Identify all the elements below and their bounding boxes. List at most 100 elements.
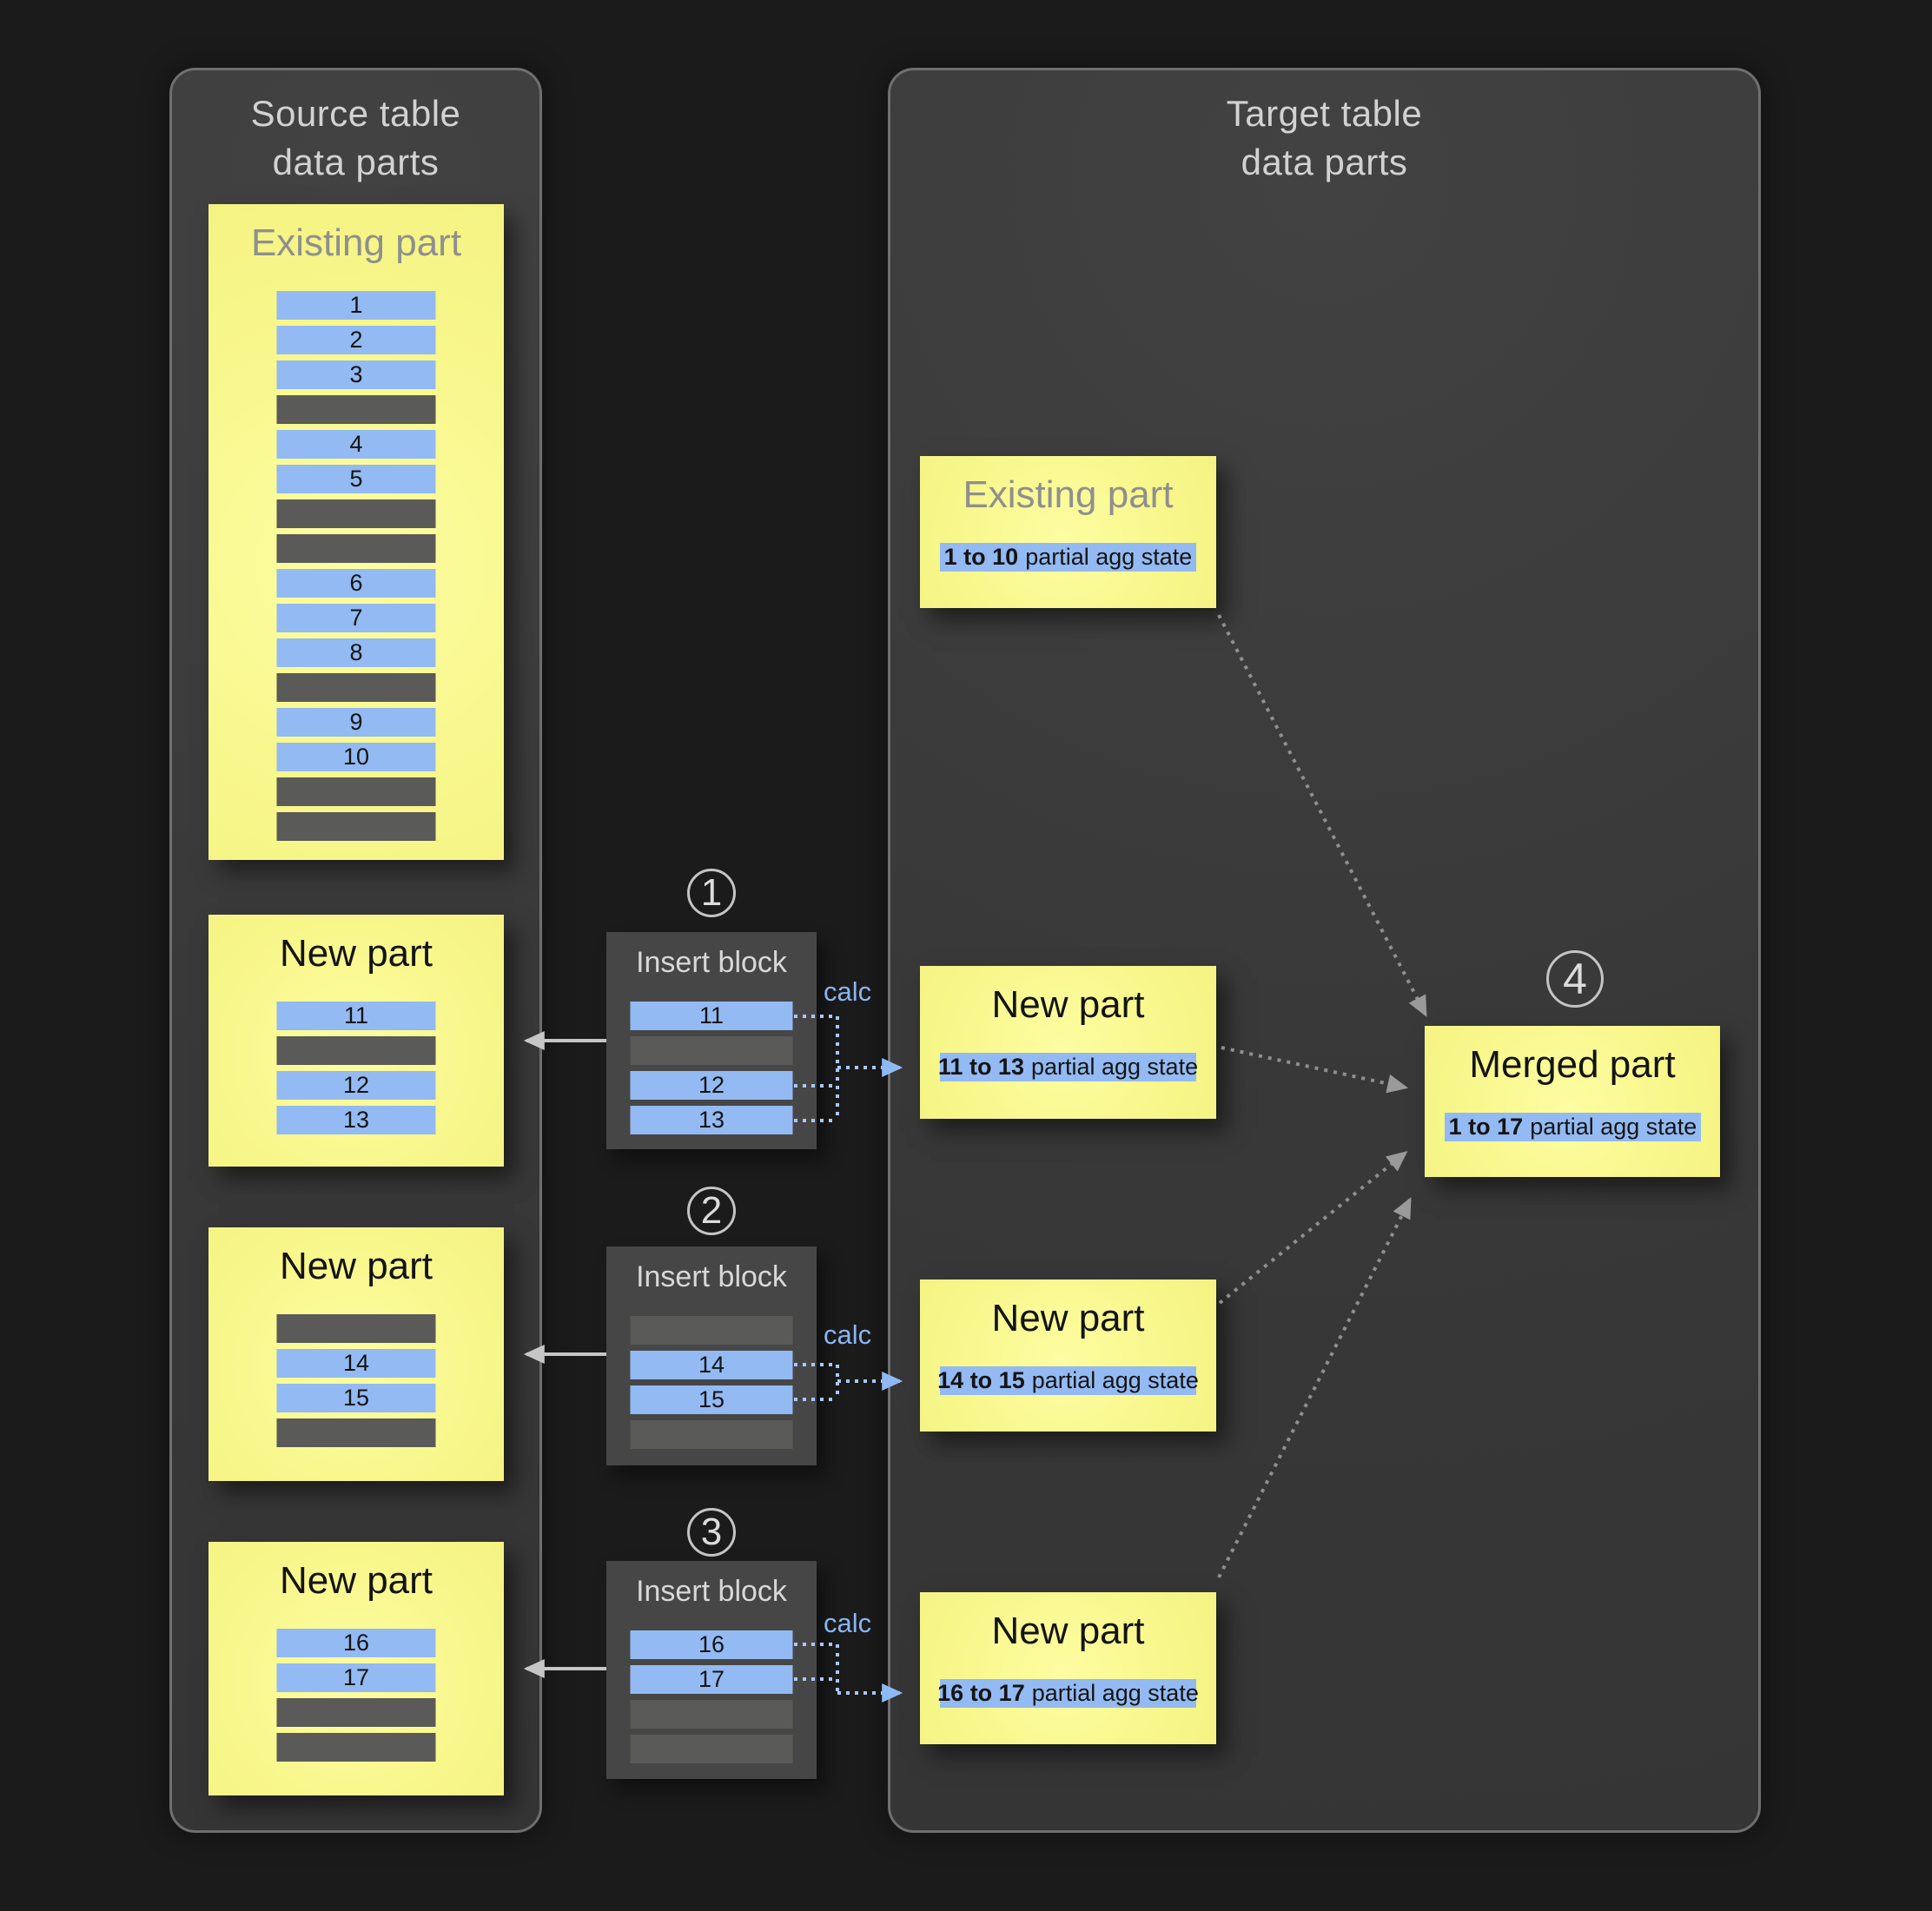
agg-range: 11 to 13 xyxy=(937,1054,1024,1080)
empty-row xyxy=(276,673,436,702)
calc-label-2: calc xyxy=(824,1319,872,1350)
source-new-part-1: New part 11 12 13 xyxy=(208,915,504,1167)
data-row: 5 xyxy=(276,465,436,493)
target-new-part-2-title: New part xyxy=(991,1297,1145,1339)
source-existing-part: Existing part 1 2 3 4 5 6 7 8 9 10 xyxy=(208,204,504,860)
agg-range: 16 to 17 xyxy=(937,1680,1025,1706)
insert-block-1: Insert block 11 12 13 xyxy=(606,932,817,1149)
data-row: 15 xyxy=(630,1385,793,1414)
insert-block-3-title: Insert block xyxy=(636,1575,787,1608)
empty-row xyxy=(630,1700,793,1729)
source-new-part-1-title: New part xyxy=(279,932,433,975)
data-row: 8 xyxy=(276,638,436,667)
target-new-part-1-title: New part xyxy=(991,983,1145,1026)
empty-row xyxy=(276,534,436,563)
source-panel-title: Source table data parts xyxy=(172,70,539,187)
data-row: 6 xyxy=(276,569,436,598)
empty-row xyxy=(276,499,436,528)
empty-row xyxy=(276,812,436,841)
data-row: 11 xyxy=(630,1002,793,1030)
source-panel-title-line1: Source table xyxy=(250,93,461,134)
agg-label: partial agg state xyxy=(1025,544,1193,570)
data-row: 3 xyxy=(276,360,436,389)
empty-row xyxy=(276,395,436,424)
empty-row xyxy=(276,1314,436,1343)
empty-row xyxy=(630,1735,793,1763)
merged-part-title: Merged part xyxy=(1469,1043,1676,1086)
empty-row xyxy=(276,777,436,806)
data-row: 13 xyxy=(276,1106,436,1134)
data-row: 16 xyxy=(276,1629,436,1657)
data-row: 13 xyxy=(630,1106,793,1134)
agg-label: partial agg state xyxy=(1031,1680,1199,1706)
insert-block-2-title: Insert block xyxy=(636,1260,787,1293)
step-4-badge: 4 xyxy=(1546,950,1604,1008)
empty-row xyxy=(630,1036,793,1065)
target-new-part-3-title: New part xyxy=(991,1610,1145,1652)
source-new-part-3-title: New part xyxy=(279,1559,433,1602)
step-1-badge: 1 xyxy=(687,869,736,917)
insert-block-1-rows: 11 12 13 xyxy=(630,1002,793,1134)
data-row: 12 xyxy=(630,1071,793,1100)
data-row: 2 xyxy=(276,326,436,354)
empty-row xyxy=(630,1420,793,1449)
agg-range: 1 to 17 xyxy=(1448,1114,1524,1140)
data-row: 14 xyxy=(276,1349,436,1378)
empty-row xyxy=(276,1733,436,1762)
data-row: 11 xyxy=(276,1002,436,1030)
source-existing-part-rows: 1 2 3 4 5 6 7 8 9 10 xyxy=(276,291,436,841)
step-2-badge: 2 xyxy=(687,1187,736,1235)
source-panel-title-line2: data parts xyxy=(272,141,440,182)
agg-range: 1 to 10 xyxy=(943,544,1019,570)
target-panel-title: Target table data parts xyxy=(890,70,1758,187)
insert-block-1-title: Insert block xyxy=(636,946,787,979)
target-existing-part-title: Existing part xyxy=(963,473,1174,516)
agg-label: partial agg state xyxy=(1530,1114,1697,1140)
calc-label-1: calc xyxy=(824,976,872,1007)
target-table-panel: Target table data parts xyxy=(888,68,1761,1833)
agg-label: partial agg state xyxy=(1030,1054,1199,1080)
target-panel-title-line1: Target table xyxy=(1226,93,1423,134)
empty-row xyxy=(276,1418,436,1447)
data-row: 14 xyxy=(630,1351,793,1379)
step-3-badge: 3 xyxy=(687,1508,736,1557)
data-row: 12 xyxy=(276,1071,436,1100)
empty-row xyxy=(630,1316,793,1345)
data-row: 1 xyxy=(276,291,436,320)
data-row: 4 xyxy=(276,430,436,459)
data-row: 7 xyxy=(276,604,436,632)
target-panel-title-line2: data parts xyxy=(1241,141,1408,182)
empty-row xyxy=(276,1698,436,1727)
source-existing-part-title: Existing part xyxy=(250,222,462,264)
data-row: 15 xyxy=(276,1384,436,1412)
empty-row xyxy=(276,1036,436,1065)
source-new-part-1-rows: 11 12 13 xyxy=(276,1002,436,1134)
data-row: 17 xyxy=(630,1665,793,1694)
source-new-part-2-title: New part xyxy=(279,1245,433,1287)
data-row: 16 xyxy=(630,1630,793,1659)
data-row: 10 xyxy=(276,743,436,771)
data-row: 9 xyxy=(276,708,436,737)
data-row: 17 xyxy=(276,1663,436,1692)
agg-label: partial agg state xyxy=(1031,1367,1199,1393)
calc-label-3: calc xyxy=(824,1608,872,1638)
